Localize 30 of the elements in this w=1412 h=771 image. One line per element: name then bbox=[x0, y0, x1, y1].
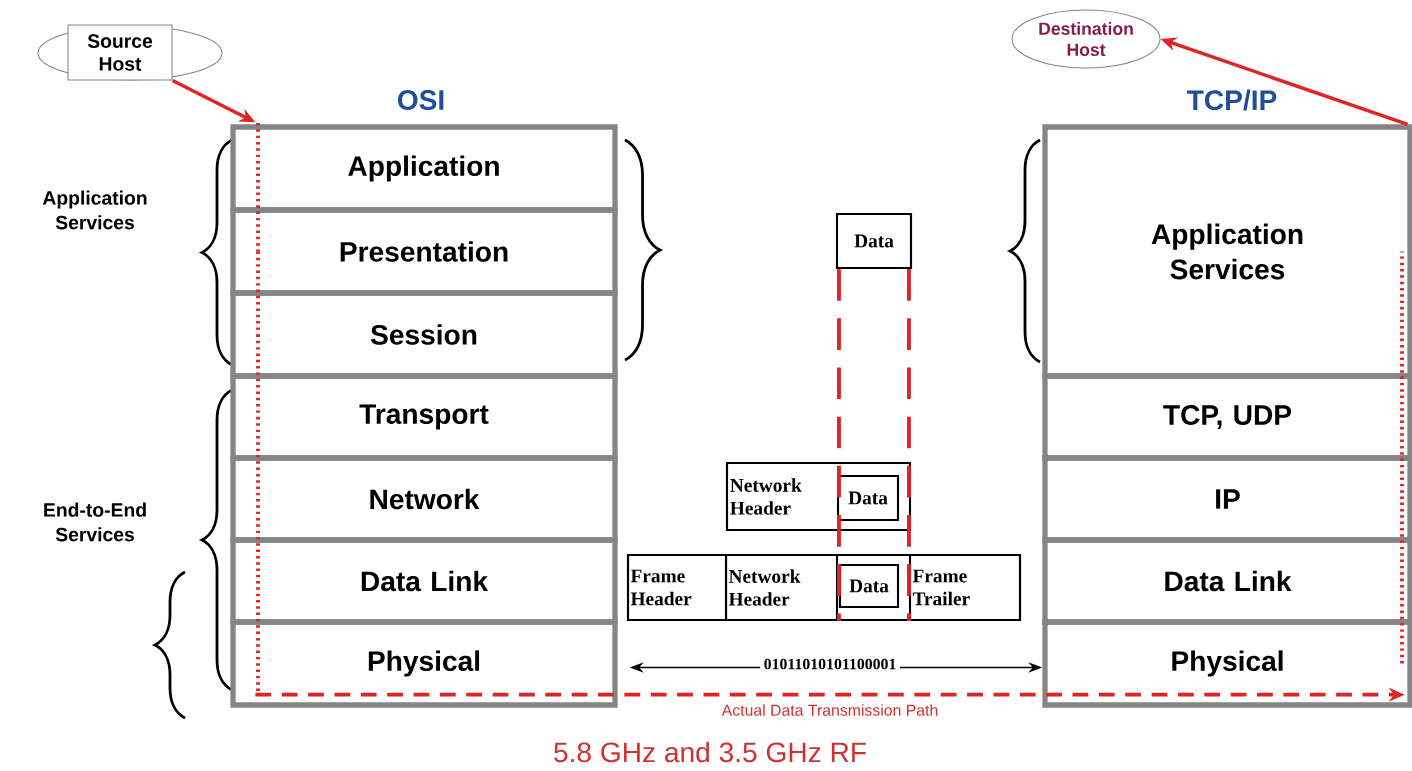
path-line bbox=[1400, 251, 1404, 417]
layer-box: TCP, UDP bbox=[1042, 373, 1412, 461]
frame-cell: Frame Header bbox=[626, 553, 728, 622]
guide-line bbox=[837, 269, 841, 622]
layer-box: Data Link bbox=[230, 537, 618, 625]
layer-box: Application Services bbox=[1042, 124, 1412, 379]
layer-box: Presentation bbox=[230, 207, 618, 296]
frame-cell: Frame Trailer bbox=[908, 553, 1022, 622]
layer-box: Data Link bbox=[1042, 537, 1412, 625]
edge-label: 01011010101100001 bbox=[764, 658, 896, 670]
stack-title: TCP/IP bbox=[1187, 89, 1277, 111]
layer-box: Session bbox=[230, 290, 618, 379]
layer-box: Transport bbox=[230, 373, 618, 461]
data-box: Data bbox=[836, 474, 900, 522]
layer-box: Network bbox=[230, 455, 618, 543]
path-line bbox=[256, 581, 260, 692]
data-box: Data bbox=[835, 212, 913, 270]
brace-label: Application Services bbox=[42, 190, 147, 230]
frequency-label: 5.8 GHz and 3.5 GHz RF bbox=[554, 741, 866, 763]
layer-box: Application bbox=[230, 124, 618, 213]
data-box: Data bbox=[838, 563, 900, 609]
path-line bbox=[256, 123, 260, 252]
brace-label: End-to-End Services bbox=[44, 502, 146, 542]
edge-label: Actual Data Transmission Path bbox=[721, 704, 938, 716]
layer-box: IP bbox=[1042, 455, 1412, 543]
frame-cell: Network Header bbox=[724, 553, 839, 622]
layer-box: Physical bbox=[1042, 619, 1412, 708]
host-box: Source Host bbox=[37, 24, 223, 81]
layer-box: Physical bbox=[230, 619, 618, 708]
guide-line bbox=[907, 269, 911, 622]
